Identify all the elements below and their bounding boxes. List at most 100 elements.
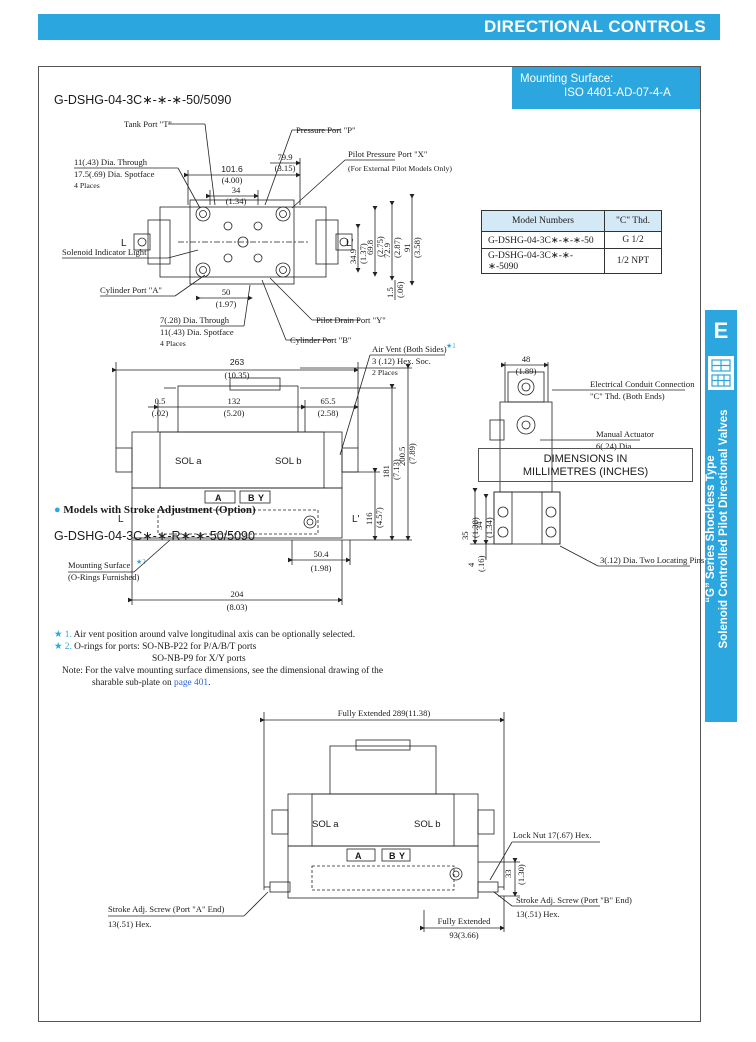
stroke-adjustment-drawing: [108, 712, 600, 932]
note-1: ★ 1. Air vent position around valve long…: [54, 629, 355, 641]
dim-label: 132: [228, 396, 241, 406]
dia-through-label: 7(.28) Dia. Through: [160, 315, 230, 325]
dimensions-line: MILLIMETRES (INCHES): [522, 466, 649, 478]
port-a-marking: A: [215, 493, 222, 503]
dim-label: 101.6: [221, 164, 243, 174]
option-model-title: G-DSHG-04-3C∗-∗-R∗-∗-50/5090: [54, 529, 255, 543]
dim-label: (7.13): [391, 459, 401, 480]
l-prime-label: L': [346, 238, 354, 249]
dim-label: (10.35): [224, 370, 249, 380]
c-thd-label: "C" Thd. (Both Ends): [590, 391, 665, 401]
sol-a-label: SOL a: [175, 456, 202, 467]
stroke-screw-b-label: Stroke Adj. Screw (Port "B" End): [516, 895, 632, 905]
port-a-marking: A: [355, 851, 362, 861]
hex-soc-label: 3 (.12) Hex. Soc.: [372, 356, 431, 366]
mounting-label: Mounting Surface:: [520, 73, 614, 85]
note-number: 2.: [64, 642, 72, 652]
note-number: 1.: [64, 630, 72, 640]
table-row: G-DSHG-04-3C∗-∗-∗-50 G 1/2: [481, 231, 662, 249]
note-3: Note: For the valve mounting surface dim…: [62, 666, 384, 676]
dimensions-line: DIMENSIONS IN: [543, 453, 628, 465]
section-letter: E: [713, 318, 729, 343]
tank-port-label: Tank Port "T": [124, 119, 172, 129]
dim-label: (.16): [476, 555, 486, 572]
section-vertical-title: “G” Series Shockless Type Solenoid Contr…: [705, 342, 737, 716]
pilot-pressure-note: (For External Pilot Models Only): [348, 164, 452, 173]
note-3b: sharable sub-plate on page 401.: [92, 677, 210, 689]
star-icon: ★: [54, 630, 63, 640]
dim-label: (1.37): [358, 243, 368, 264]
port-y-marking: Y: [258, 493, 264, 503]
pilot-drain-label: Pilot Drain Port "Y": [316, 315, 386, 325]
dim-label: 72.9: [382, 243, 392, 258]
model-title: G-DSHG-04-3C∗-∗-∗-50/5090: [54, 93, 232, 107]
dim-label: 91: [402, 243, 412, 252]
dim-label: (1.89): [516, 366, 537, 376]
port-y-marking: Y: [399, 851, 405, 861]
hex-b-label: 13(.51) Hex.: [516, 909, 560, 919]
dim-label: (1.97): [216, 299, 237, 309]
page-title: DIRECTIONAL CONTROLS: [484, 17, 706, 36]
dim-label: 0.5: [155, 396, 166, 406]
sol-a-label: SOL a: [312, 819, 339, 830]
dim-label: (1.30): [516, 864, 526, 885]
note-2b: SO-NB-P9 for X/Y ports: [152, 654, 246, 664]
places-label: 2 Places: [372, 368, 398, 377]
content-frame: [38, 66, 701, 1022]
dim-label: 69.8: [365, 240, 375, 255]
dim-label: (.02): [152, 408, 169, 418]
places-label: 4 Places: [160, 339, 186, 348]
model-numbers-table: Model Numbers "C" Thd. G-DSHG-04-3C∗-∗-∗…: [481, 210, 662, 274]
dim-label: (5.20): [224, 408, 245, 418]
o-rings-label: (O-Rings Furnished): [68, 572, 140, 582]
l-label: L: [121, 238, 127, 249]
spotface-label: 11(.43) Dia. Spotface: [160, 327, 234, 337]
note-text: Air vent position around valve longitudi…: [73, 630, 356, 640]
dim-label: (1.34): [226, 196, 247, 206]
places-label: 4 Places: [74, 181, 100, 190]
section-side-tab: E “G” Series Shockless Type Solenoid Con…: [705, 310, 737, 722]
mounting-surface-label: Mounting Surface: [68, 560, 130, 570]
front-view-drawing: [68, 354, 445, 605]
manual-actuator-label: Manual Actuator: [596, 429, 654, 439]
dim-label: (3.58): [412, 237, 422, 258]
note-text: .: [208, 678, 211, 688]
dim-label: 116: [364, 512, 374, 525]
air-vent-label: Air Vent (Both Sides): [372, 344, 447, 354]
dim-label: (1.38): [470, 517, 480, 538]
dia-label: 6(.24) Dia.: [596, 441, 633, 451]
fully-extended-label: Fully Extended: [438, 916, 491, 926]
dim-label: (3.15): [275, 163, 296, 173]
note-text: sharable sub-plate on: [92, 678, 172, 688]
footnote-star-icon: ★2: [136, 558, 146, 566]
table-row: G-DSHG-04-3C∗-∗-∗-5090 1/2 NPT: [481, 248, 662, 274]
dim-label: 34: [474, 521, 484, 530]
section-kanji-icon: [708, 356, 734, 390]
dim-label: 1.5: [385, 287, 395, 298]
dim-label: 79.9: [277, 152, 292, 162]
dim-label: 204: [231, 589, 245, 599]
dim-label: (.06): [395, 281, 405, 298]
port-b-marking: B: [389, 851, 396, 861]
dim-label: 50: [222, 287, 231, 297]
option-section-title: ● Models with Stroke Adjustment (Option): [54, 504, 256, 516]
cylinder-b-label: Cylinder Port "B": [290, 335, 351, 345]
dim-label: (4.57): [374, 507, 384, 528]
dim-label: (2.75): [375, 236, 385, 257]
note-2: ★ 2. O-rings for ports: SO-NB-P22 for P/…: [54, 641, 256, 653]
dia-through-label: 11(.43) Dia. Through: [74, 157, 148, 167]
star-icon: ★: [54, 642, 63, 652]
dim-label: (1.34): [484, 517, 494, 538]
header-bar: DIRECTIONAL CONTROLS: [38, 14, 720, 40]
mounting-surface-box: Mounting Surface: ISO 4401-AD-07-4-A: [512, 67, 700, 109]
dim-label: 65.5: [320, 396, 335, 406]
table-cell: G-DSHG-04-3C∗-∗-∗-5090: [481, 248, 605, 274]
pressure-port-label: Pressure Port "P": [296, 125, 356, 135]
dim-label: (1.98): [311, 563, 332, 573]
cylinder-a-label: Cylinder Port "A": [100, 285, 162, 295]
conduit-label: Electrical Conduit Connection: [590, 379, 695, 389]
page-link[interactable]: page 401: [174, 678, 209, 688]
note-text: O-rings for ports: SO-NB-P22 for P/A/B/T…: [74, 642, 257, 652]
dim-label: (2.58): [318, 408, 339, 418]
